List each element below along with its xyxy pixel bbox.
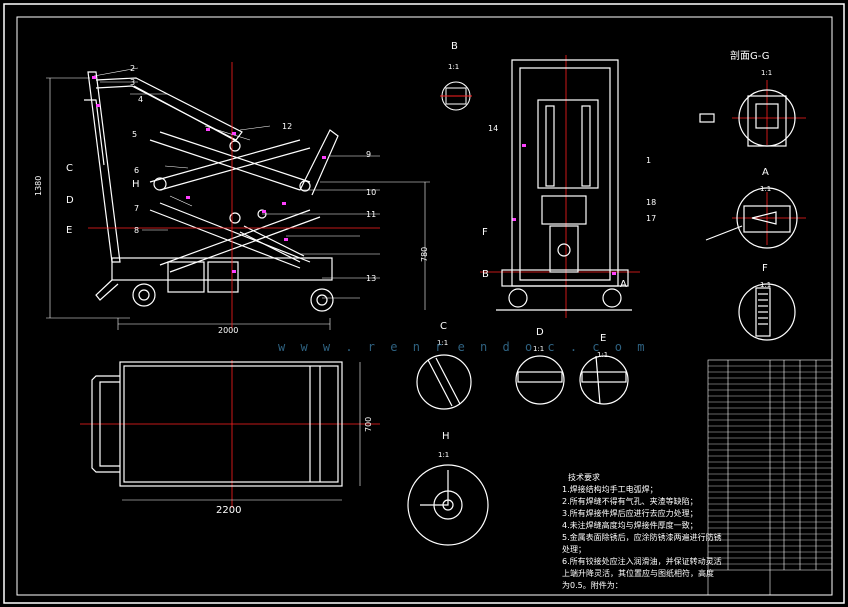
section-b-title: B — [451, 41, 458, 52]
note-item: 为0.5。附件为： — [562, 581, 623, 590]
part-number-6: 6 — [134, 166, 140, 175]
part-number-2: 2 — [130, 64, 136, 73]
detail-c-title: C — [440, 321, 447, 332]
side-elevation-view — [84, 71, 339, 312]
part-number-9: 9 — [366, 150, 372, 159]
detail-h-view — [407, 464, 489, 546]
plan-view — [91, 361, 361, 501]
part-number-12: 12 — [282, 122, 293, 131]
leader-lines — [93, 67, 380, 299]
part-number-11: 11 — [366, 210, 377, 219]
center-lines — [80, 55, 806, 508]
note-item: 1.焊接结构均手工电弧焊； — [562, 485, 658, 494]
note-item: 6.所有铰接处应注入润滑油，并保证转动灵活 — [562, 557, 722, 566]
watermark: w w w . r e n r e n d o c . c o m — [278, 340, 649, 354]
scale-label-gg: 1:1 — [761, 69, 773, 77]
section-f-view — [738, 283, 796, 341]
scale-label-e: 1:1 — [597, 351, 609, 359]
technical-requirements: 技术要求 1.焊接结构均手工电弧焊； 2.所有焊缝不得有气孔、夹渣等缺陷； 3.… — [562, 472, 722, 592]
parts-list-rows — [708, 365, 832, 565]
detail-h-title: H — [442, 431, 450, 442]
note-item: 2.所有焊缝不得有气孔、夹渣等缺陷； — [562, 497, 698, 506]
detail-e-title: E — [600, 333, 607, 344]
scale-label-f: 1:1 — [760, 281, 772, 289]
note-item: 处理； — [562, 545, 586, 554]
notes-title: 技术要求 — [568, 473, 600, 482]
magenta-markers — [92, 76, 616, 275]
part-number-14: 14 — [488, 124, 499, 133]
section-gg-view — [699, 89, 796, 147]
section-f-title: F — [762, 263, 768, 274]
inner-frame — [16, 16, 833, 596]
note-item: 5.金属表面除锈后，应涂防锈漆两遍进行防锈 — [562, 533, 722, 542]
scale-label-a: 1:1 — [760, 185, 772, 193]
detail-d-title: D — [536, 327, 544, 338]
part-number-4: 4 — [138, 95, 144, 104]
part-number-3: 3 — [130, 78, 136, 87]
dimension-width-side: 2000 — [218, 326, 239, 335]
front-view — [496, 59, 632, 311]
letter-f: F — [482, 227, 488, 238]
section-a-view — [705, 187, 798, 249]
scale-label-c: 1:1 — [437, 339, 449, 347]
letter-d: D — [66, 195, 74, 206]
dimension-height-left: 1380 — [34, 175, 43, 196]
part-number-13: 13 — [366, 274, 377, 283]
detail-views — [416, 354, 629, 410]
part-number-7: 7 — [134, 204, 140, 213]
parts-list-table — [707, 359, 833, 596]
part-number-5: 5 — [132, 130, 138, 139]
dimension-width-plan: 2200 — [216, 505, 242, 516]
letter-e: E — [66, 225, 73, 236]
letter-h: H — [132, 179, 140, 190]
side-dimensions — [46, 77, 430, 330]
note-item: 3.所有焊接件焊后应进行去应力处理； — [562, 509, 698, 518]
section-b-view — [440, 81, 472, 111]
section-gg-title: 剖面G-G — [730, 51, 770, 62]
part-number-8: 8 — [134, 226, 140, 235]
section-a-title: A — [762, 167, 769, 178]
dimension-plan-height: 700 — [364, 416, 373, 432]
part-number-1: 1 — [646, 156, 652, 165]
outer-frame — [3, 3, 845, 604]
letter-c: C — [66, 163, 73, 174]
note-item: 上端升降灵活，其位置应与图纸相符，高度 — [562, 569, 714, 578]
note-item: 4.未注焊缝高度均与焊接件厚度一致； — [562, 521, 698, 530]
letter-b: B — [482, 269, 489, 280]
part-number-10: 10 — [366, 188, 377, 197]
scale-label-b: 1:1 — [448, 63, 460, 71]
letter-a: A — [620, 279, 627, 290]
scale-label-d: 1:1 — [533, 345, 545, 353]
part-number-17: 17 — [646, 214, 657, 223]
dimension-height-right: 780 — [420, 246, 429, 262]
part-number-18: 18 — [646, 198, 657, 207]
scale-label-h: 1:1 — [438, 451, 450, 459]
